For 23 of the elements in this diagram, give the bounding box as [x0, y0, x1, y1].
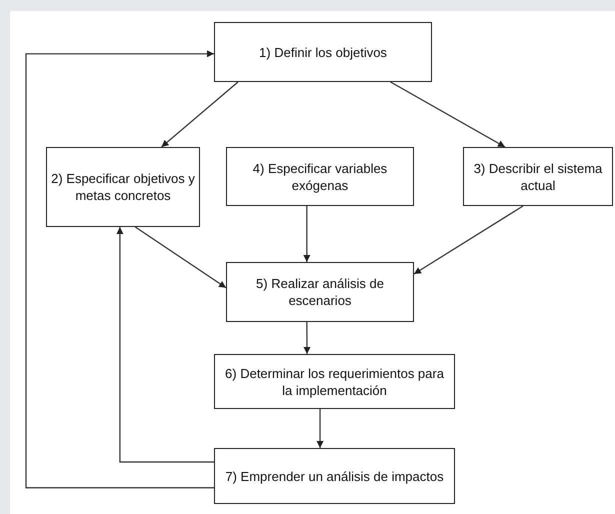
step-label: 4) Especificar variables exógenas: [252, 160, 388, 194]
process-box: [226, 262, 414, 322]
arrow: [414, 206, 524, 274]
process-box: [214, 22, 432, 82]
arrow: [390, 81, 506, 148]
step-label: 2) Especificar objetivos y metas concretos: [51, 170, 195, 204]
process-box: [46, 147, 200, 227]
arrow: [303, 206, 310, 262]
arrow: [161, 82, 238, 148]
step-label: 5) Realizar análisis de escenarios: [255, 275, 385, 309]
step-label: 1) Definir los objetivos: [259, 44, 387, 60]
step-label: 3) Describir el sistema actual: [472, 160, 604, 194]
arrow: [303, 322, 310, 354]
process-box: [214, 448, 455, 504]
arrow: [134, 226, 226, 288]
step-label: 6) Determinar los requerimientos para la implementación: [224, 364, 445, 398]
process-box: [463, 147, 613, 206]
step-label: 7) Emprender un análisis de impactos: [225, 468, 444, 484]
arrow: [25, 50, 214, 488]
process-box: [226, 147, 414, 206]
process-box: [214, 354, 455, 409]
arrow: [116, 227, 214, 463]
arrow: [316, 409, 324, 448]
